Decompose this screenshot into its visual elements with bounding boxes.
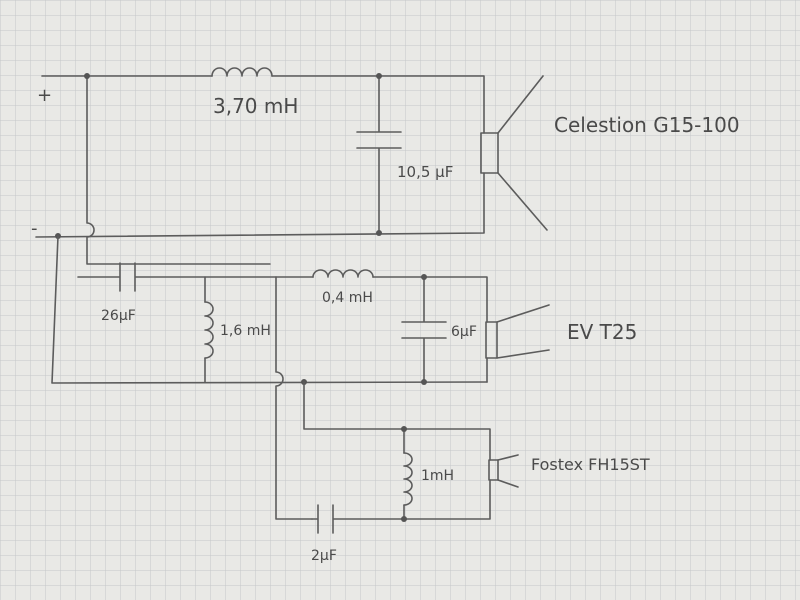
woofer-capacitor (356, 75, 402, 234)
mid-shunt-capacitor (401, 276, 447, 383)
tweeter-section (275, 276, 519, 534)
midrange-driver-body (485, 321, 498, 359)
junction-node (376, 230, 382, 236)
junction-node (401, 516, 407, 522)
mid-top-wire-right (372, 276, 488, 323)
negative-rail-wire (51, 235, 488, 384)
tweeter-speaker-label: Fostex FH15ST (531, 455, 650, 474)
tweeter-return-wire (303, 381, 491, 461)
positive-terminal-label: + (37, 85, 52, 106)
midrange-speaker-label: EV T25 (567, 320, 637, 344)
tweeter-shunt-inductor (403, 452, 413, 506)
junction-node (421, 274, 427, 280)
woofer-section (35, 67, 548, 265)
tweeter-series-capacitor (311, 479, 491, 534)
tweeter-feed-wire (275, 276, 313, 520)
woofer-inductor (211, 67, 273, 77)
woofer-speaker-label: Celestion G15-100 (554, 113, 740, 137)
woofer-speaker-cone (497, 75, 548, 231)
mid-series-capacitor-label: 26µF (101, 308, 136, 324)
junction-node (84, 73, 90, 79)
mid-series-capacitor (77, 262, 277, 292)
midrange-section (51, 235, 550, 385)
woofer-capacitor-label: 10,5 µF (397, 163, 453, 181)
mid-series-inductor (312, 269, 374, 278)
tweeter-driver-body (488, 459, 499, 481)
woofer-bottom-wire (35, 172, 485, 238)
mid-shunt-capacitor-label: 6µF (451, 324, 477, 340)
tweeter-series-capacitor-label: 2µF (311, 548, 337, 564)
tweeter-horn (497, 454, 519, 488)
junction-node (401, 426, 407, 432)
junction-node (421, 379, 427, 385)
mid-shunt-inductor (204, 301, 214, 359)
woofer-inductor-label: 3,70 mH (213, 94, 298, 118)
tweeter-shunt-inductor-label: 1mH (421, 468, 454, 484)
junction-node (376, 73, 382, 79)
woofer-top-wire-right (271, 75, 485, 134)
mid-series-inductor-label: 0,4 mH (322, 290, 373, 306)
mid-shunt-inductor-label: 1,6 mH (220, 323, 271, 339)
woofer-speaker-magnet (480, 132, 499, 174)
midrange-horn (496, 304, 550, 359)
negative-terminal-label: - (31, 218, 38, 239)
